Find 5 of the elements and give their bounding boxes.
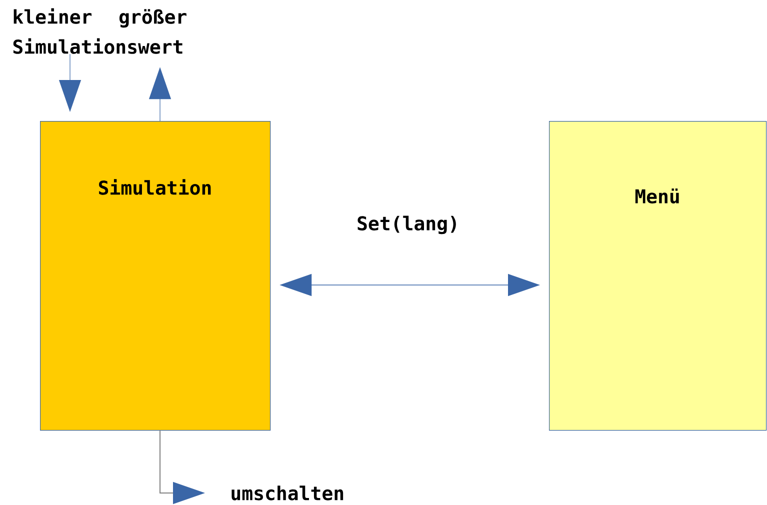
process-box: Simulation	[40, 121, 271, 431]
label-text: umschalten	[232, 486, 344, 500]
edge-label: Set(lang)	[356, 214, 460, 236]
label-text: kleiner größer Simulationswert	[13, 8, 186, 54]
process-box: Menü	[549, 121, 767, 431]
